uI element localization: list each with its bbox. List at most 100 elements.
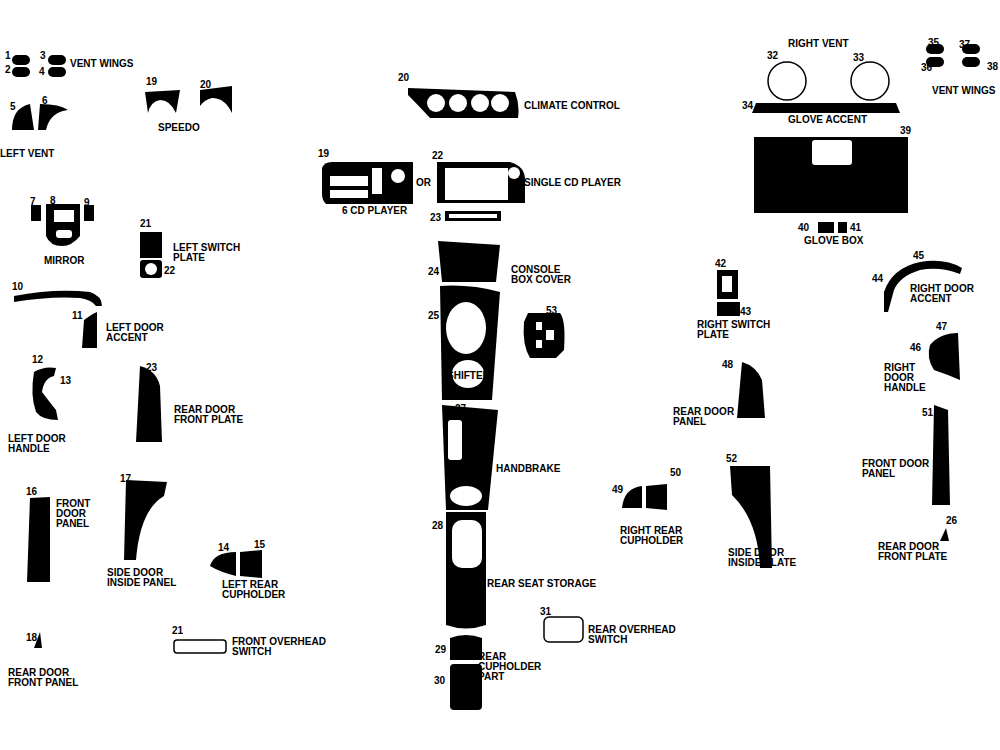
rear-overhead-switch [544,617,583,642]
callout-number: 19 [146,77,157,87]
part-label: SINGLE CD PLAYER [524,178,621,188]
rear-door-panel [737,362,765,418]
callout-number: 28 [432,521,443,531]
callout-number: 8 [50,196,56,206]
vent-wing [48,55,66,65]
part-label: SPEEDO [158,123,200,133]
single-cd-player [437,162,525,203]
front-door-panel [27,497,50,582]
callout-number: 32 [767,51,778,61]
callout-number: 35 [928,38,939,48]
part-label: LEFT DOOR HANDLE [8,434,72,454]
callout-number: 20 [200,80,211,90]
right-door-handle [929,333,960,380]
glove-box-handle [818,222,847,233]
part-label: REAR DOOR FRONT PLATE [878,542,956,562]
rear-door-front-plate [136,366,162,442]
left-door-accent [14,291,102,306]
callout-number: 23 [146,363,157,373]
callout-number: 11 [72,311,83,321]
part-label: RIGHT DOOR ACCENT [910,284,982,304]
part-label: FRONT DOOR PANEL [862,459,934,479]
part-label: OR [416,178,431,188]
speedo-piece [145,90,180,113]
part-label: GLOVE ACCENT [788,115,867,125]
callout-number: 31 [540,607,551,617]
callout-number: 37 [959,40,970,50]
callout-number: 9 [84,198,90,208]
vent-wing [962,57,980,67]
mirror-piece [46,204,80,246]
shifter-plate [440,286,500,400]
callout-number: 22 [164,266,175,276]
part-label: VENT WINGS [932,86,995,96]
callout-number: 7 [30,197,36,207]
side-door-inside-panel [124,480,167,560]
callout-number: 19 [318,149,329,159]
console-box-cover [438,241,500,282]
callout-number: 20 [398,73,409,83]
callout-number: 42 [715,259,726,269]
callout-number: 12 [32,355,43,365]
part-label: SIDE DOOR INSIDE PANEL [107,568,183,588]
vent-wing [48,67,66,77]
rear-cupholder-part [450,635,482,660]
callout-number: 47 [936,322,947,332]
callout-number: 40 [798,223,809,233]
part-label: LEFT DOOR ACCENT [106,323,178,343]
callout-number: 36 [921,63,932,73]
callout-number: 38 [987,62,998,72]
callout-number: 2 [5,65,11,75]
vent-wing [12,55,30,65]
handbrake-plate [442,405,498,510]
mirror-piece [31,205,41,221]
callout-number: 24 [428,267,439,277]
callout-number: 18 [26,633,37,643]
callout-number: 39 [900,126,911,136]
part-label: MIRROR [44,256,85,266]
callout-number: 5 [10,102,16,112]
part-label: REAR DOOR FRONT PLATE [174,405,250,425]
part-label: FRONT OVERHEAD SWITCH [232,637,326,657]
callout-number: 21 [172,626,183,636]
part-label: REAR OVERHEAD SWITCH [588,625,676,645]
part-label: CLIMATE CONTROL [524,101,620,111]
callout-number: 25 [428,311,439,321]
part-label: CONSOLE BOX COVER [511,265,573,285]
callout-number: 44 [872,274,883,284]
part-label: LEFT REAR CUPHOLDER [222,580,288,600]
speedo-piece [200,86,232,113]
callout-number: 15 [254,540,265,550]
callout-number: 3 [40,51,46,61]
callout-number: 43 [740,307,751,317]
callout-number: 51 [922,408,933,418]
six-cd-player [322,162,413,204]
right-rear-cupholder [622,484,667,510]
callout-number: 29 [435,645,446,655]
callout-number: 49 [612,485,623,495]
left-rear-cupholder [210,550,262,578]
part-label: SHIFTER [447,371,490,381]
callout-number: 30 [434,676,445,686]
cd-strip [445,211,501,221]
callout-number: 53 [546,306,557,316]
part-label: SIDE DOOR INSIDE PLATE [728,548,802,568]
callout-number: 33 [853,53,864,63]
right-vent-ring [768,62,806,100]
part-label: LEFT SWITCH PLATE [173,243,245,263]
part-label: RIGHT SWITCH PLATE [697,320,777,340]
left-vent [12,104,68,130]
rear-cupholder-part [450,664,482,710]
left-switch-plate [140,260,162,278]
part-label: VENT WINGS [70,59,133,69]
part-label: REAR CUPHOLDER PART [478,652,540,682]
left-switch-plate [140,232,162,258]
callout-number: 21 [140,219,151,229]
callout-number: 10 [12,282,23,292]
glove-box [754,137,908,213]
callout-number: 34 [742,101,753,111]
part-label: REAR DOOR FRONT PANEL [8,668,88,688]
part-label: HANDBRAKE [496,464,560,474]
callout-number: 41 [850,223,861,233]
